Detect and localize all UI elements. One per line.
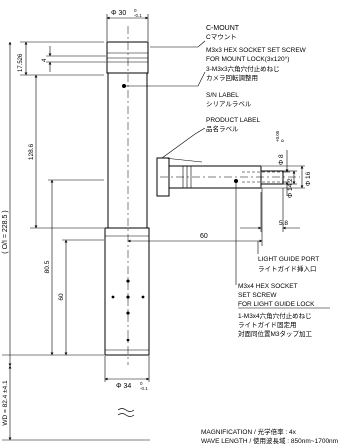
port-position-label: 60 (58, 293, 65, 301)
wavelength-spec: WAVE LENGTH / 使用波長域 : 850nm~1700nm (201, 436, 338, 445)
light-port-label-jp: ライトガイド挿入口 (258, 264, 317, 273)
top-diameter-label: Φ 30 (111, 10, 126, 17)
port-offset-label: 60 (200, 233, 208, 240)
sn-label-jp: シリアルラベル (206, 100, 252, 108)
bottom-diameter-label: Φ 34 (116, 383, 131, 390)
light-guide-tip (260, 170, 284, 185)
set-screw-label-jp-2: カメラ回転調整用 (206, 73, 258, 82)
dimension-lines (2, 14, 305, 441)
c-mount-label: C-MOUNT (206, 25, 240, 32)
set-screw-label-2: FOR MOUNT LOCK(3x120°) (206, 55, 289, 63)
port-bore-tol-lower: 0 (280, 139, 285, 142)
lg-screw-label-2: SET SCREW (238, 292, 277, 299)
barrel-screw-middle (126, 295, 130, 299)
barrel-screw-bottom (126, 311, 130, 315)
product-label-jp: 品名ラベル (206, 124, 239, 133)
lg-screw-label-jp-2: ライトガイド固定用 (238, 320, 297, 329)
magnification-spec: MAGNIFICATION / 光学倍率 : 4x (201, 427, 297, 436)
upper-length-label: 128.6 (28, 143, 35, 160)
upper-tube (107, 72, 148, 229)
overall-length-label: ( O/I = 228.5 ) (2, 210, 9, 253)
specs: MAGNIFICATION / 光学倍率 : 4x WAVE LENGTH / … (201, 427, 338, 445)
barrel-screw-left (111, 295, 115, 299)
lg-screw-label-3: FOR LIGHT GUIDE LOCK (238, 301, 315, 308)
set-screw-label-jp-1: 3-M3x3六角穴付止めねじ (206, 64, 280, 73)
bottom-tol-lower: -0.1 (140, 386, 148, 391)
top-tol-upper: 0 (134, 8, 137, 13)
working-distance-label: WD = 82.4 ±4.1 (2, 380, 9, 426)
barrel-screw-right (141, 295, 145, 299)
port-flange-label: 5.8 (279, 220, 288, 227)
barrel-screw-bottom-2 (126, 338, 130, 342)
lg-screw-label-1: M3x4 HEX SOCKET (238, 283, 298, 290)
set-screw-label-1: M3x3 HEX SOCKET SET SCREW (206, 47, 307, 54)
port-bore-label: Φ 8 (278, 154, 285, 165)
groove-label: 4 (42, 58, 48, 62)
dimension-labels: Φ 30 0 -0.1 17.526 4 ( O/I = 228.5 ) 128… (2, 8, 312, 426)
port-bore-tol-upper: +0.05 (275, 130, 280, 142)
break-symbol (117, 408, 135, 417)
port-outer-label: Φ 16 (305, 171, 312, 186)
lg-screw-label-jp-3: 対面同位置M3タップ加工 (238, 329, 313, 338)
mount-height-label: 17.526 (18, 53, 24, 72)
leader-lines (125, 40, 259, 285)
sn-label: S/N LABEL (206, 92, 239, 99)
lower-barrel (104, 227, 150, 356)
barrel-screw-top (126, 279, 130, 283)
port-inner-label: Φ 14.2 (287, 178, 294, 198)
lower-length-label: 80.5 (44, 260, 51, 273)
bottom-tol-upper: 0 (140, 381, 143, 386)
top-tol-lower: -0.1 (134, 13, 142, 18)
product-label-en: PRODUCT LABEL (206, 117, 260, 124)
light-port-label: LIGHT GUIDE PORT (258, 256, 319, 263)
lg-screw-label-jp-1: 1-M3x4六角穴付止めねじ (238, 311, 312, 320)
callouts: C-MOUNT Cマウント M3x3 HEX SOCKET SET SCREW … (206, 25, 330, 338)
c-mount-label-jp: Cマウント (206, 33, 237, 41)
mount-set-screw (122, 84, 126, 88)
c-mount-section (106, 41, 149, 74)
